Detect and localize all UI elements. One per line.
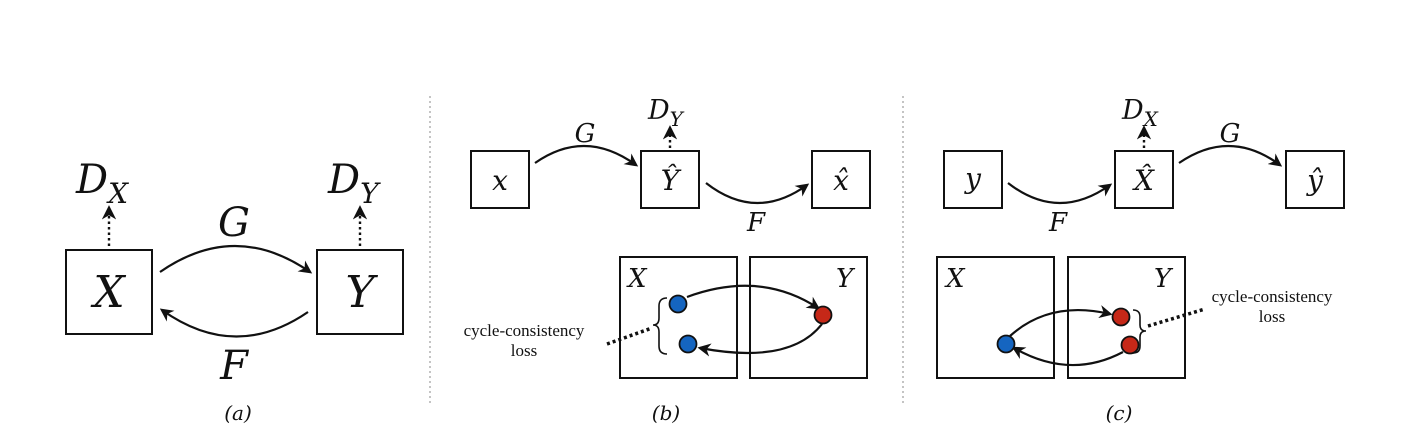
translated-y-label: Ŷ	[661, 164, 682, 197]
caption-b: (b)	[652, 401, 680, 425]
generator-g-label: G	[218, 200, 250, 246]
discriminator-y-letter-b: D	[647, 95, 670, 126]
discriminator-x-label: DX	[75, 157, 129, 210]
loss-label-line1-b: cycle-consistency	[464, 321, 585, 340]
loss-brace-c	[1132, 309, 1147, 354]
discriminator-y-label: DY	[327, 157, 381, 210]
translated-y-box	[640, 150, 700, 209]
input-x-box	[470, 150, 530, 209]
input-x-label: x	[492, 164, 508, 197]
loss-pointer-c	[1147, 307, 1206, 328]
domain-y-box	[316, 249, 404, 335]
generator-g-label-b: G	[575, 119, 596, 149]
discriminator-y-label-b: DY	[647, 95, 685, 131]
discriminator-x-subscript: X	[106, 177, 129, 210]
domain-x-box	[65, 249, 153, 335]
reconstructed-point-y-c	[1120, 335, 1140, 355]
caption-c: (c)	[1106, 401, 1133, 425]
caption-a: (a)	[224, 401, 252, 425]
backward-mapping-arrow-c	[1011, 346, 1124, 367]
target-point-x-c	[1111, 307, 1131, 327]
domain-x-square-b	[619, 256, 738, 379]
loss-label-line1-c: cycle-consistency	[1212, 287, 1333, 306]
discriminator-x-letter-c: D	[1121, 95, 1144, 126]
loss-pointer-b	[606, 326, 653, 346]
discriminator-x-label-c: DX	[1121, 95, 1159, 131]
domain-y-square-b	[749, 256, 868, 379]
generator-f-label-b: F	[746, 208, 766, 238]
sample-point-x-b	[668, 294, 688, 314]
generator-f-label: F	[219, 343, 249, 389]
backward-mapping-arrow-b	[697, 323, 823, 357]
loss-label-line2-c: loss	[1259, 307, 1285, 326]
panel-a: X Y DX DY G F (a)	[65, 157, 404, 425]
generator-g-arrow-c	[1178, 144, 1283, 167]
discriminator-y-subscript-b: Y	[670, 107, 685, 131]
reconstructed-point-x-b	[678, 334, 698, 354]
loss-label-line2-b: loss	[511, 341, 537, 360]
reconstructed-x-label: x̂	[833, 164, 849, 197]
panel-b: x Ŷ x̂ DY G F X Y cycle-consistency l	[464, 95, 871, 425]
panel-c: y X̂ ŷ DX F G X Y cycle-consistency l	[936, 95, 1345, 425]
reconstructed-y-box	[1285, 150, 1345, 209]
generator-g-label-c: G	[1220, 119, 1241, 149]
sample-point-y-c	[996, 334, 1016, 354]
domain-y-square-label-b: Y	[836, 264, 856, 294]
reconstructed-y-label: ŷ	[1305, 164, 1324, 197]
forward-mapping-arrow-c	[1009, 305, 1113, 337]
loss-brace-b	[652, 297, 668, 355]
generator-f-arrow-b	[705, 182, 810, 205]
discriminator-x-letter: D	[75, 157, 108, 203]
domain-y-label: Y	[345, 267, 378, 318]
domain-x-square-label-b: X	[626, 264, 648, 294]
discriminator-y-letter: D	[327, 157, 360, 203]
generator-f-arrow	[159, 308, 309, 338]
reconstructed-x-box	[811, 150, 871, 209]
generator-g-arrow-b	[534, 144, 639, 167]
translated-x-box	[1114, 150, 1174, 209]
domain-y-square-label-c: Y	[1154, 264, 1174, 294]
input-y-label: y	[963, 162, 982, 195]
domain-x-label: X	[90, 267, 126, 318]
forward-mapping-arrow-b	[686, 284, 821, 310]
input-y-box	[943, 150, 1003, 209]
generator-f-label-c: F	[1048, 208, 1068, 238]
target-point-y-b	[813, 305, 833, 325]
generator-f-arrow-c	[1007, 182, 1113, 205]
discriminator-x-subscript-c: X	[1142, 107, 1159, 131]
translated-x-label: X̂	[1132, 164, 1155, 197]
domain-x-square-label-c: X	[944, 264, 966, 294]
generator-g-arrow	[159, 244, 313, 274]
discriminator-y-subscript: Y	[360, 177, 381, 210]
